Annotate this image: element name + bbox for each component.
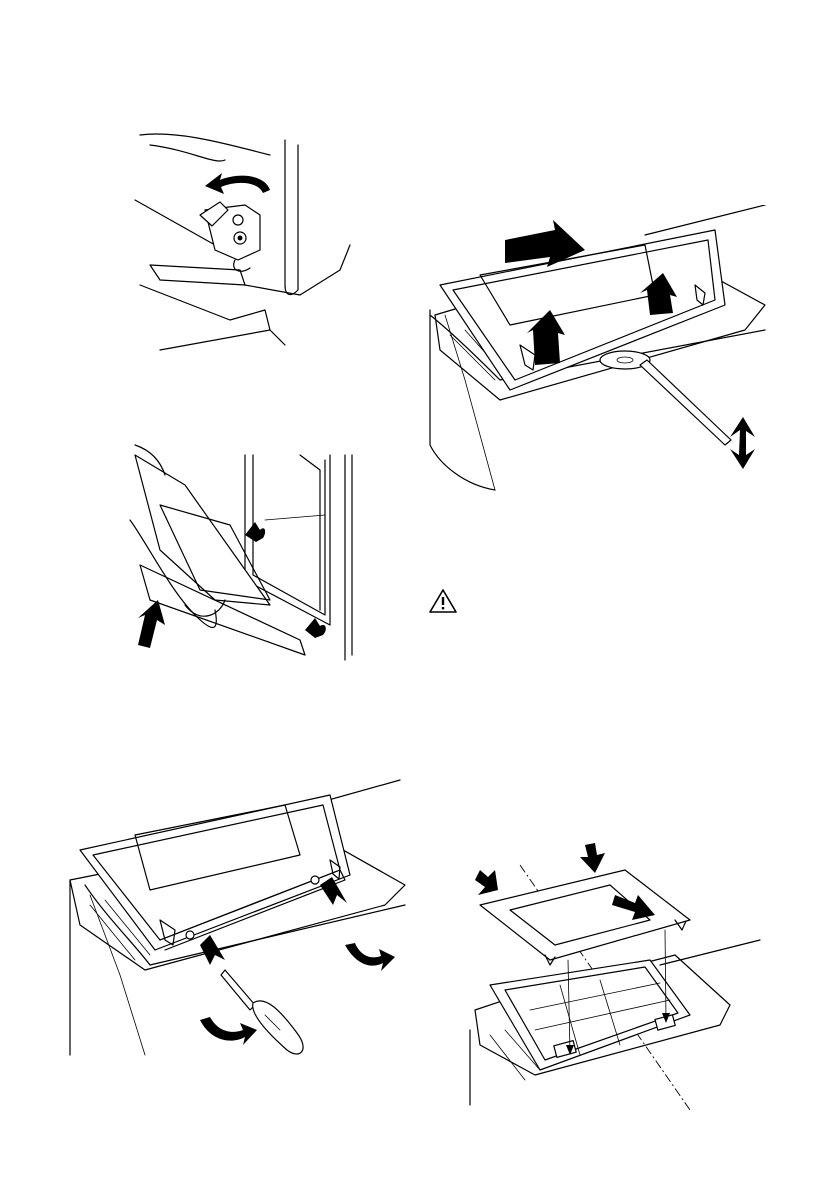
unscrew-trim-figure: [65, 775, 410, 1065]
hinge-lever-figure: [120, 120, 370, 360]
up-down-arrow-icon: [730, 417, 755, 469]
rotate-arrow-right-icon: [345, 943, 395, 971]
insert-inner-glass-illustration: [460, 835, 770, 1115]
lift-glass-figure: [425, 205, 780, 495]
lift-arrow-icon: [138, 600, 165, 648]
remove-door-figure: [120, 430, 370, 670]
rotate-arrow-left-icon: [200, 1017, 257, 1045]
rotate-arrow-icon: [205, 173, 270, 194]
lift-door-off-hinges-illustration: [120, 430, 370, 670]
warning-block: [428, 588, 768, 618]
unscrew-door-trim-illustration: [65, 775, 410, 1065]
insert-glass-figure: [460, 835, 770, 1115]
press-down-arrow-right-icon: [580, 843, 605, 873]
press-down-arrow-left-icon: [475, 870, 498, 895]
warning-triangle-icon: [428, 588, 458, 614]
lift-glass-panel-illustration: [425, 205, 780, 495]
hinge-lever-illustration: [120, 120, 370, 360]
